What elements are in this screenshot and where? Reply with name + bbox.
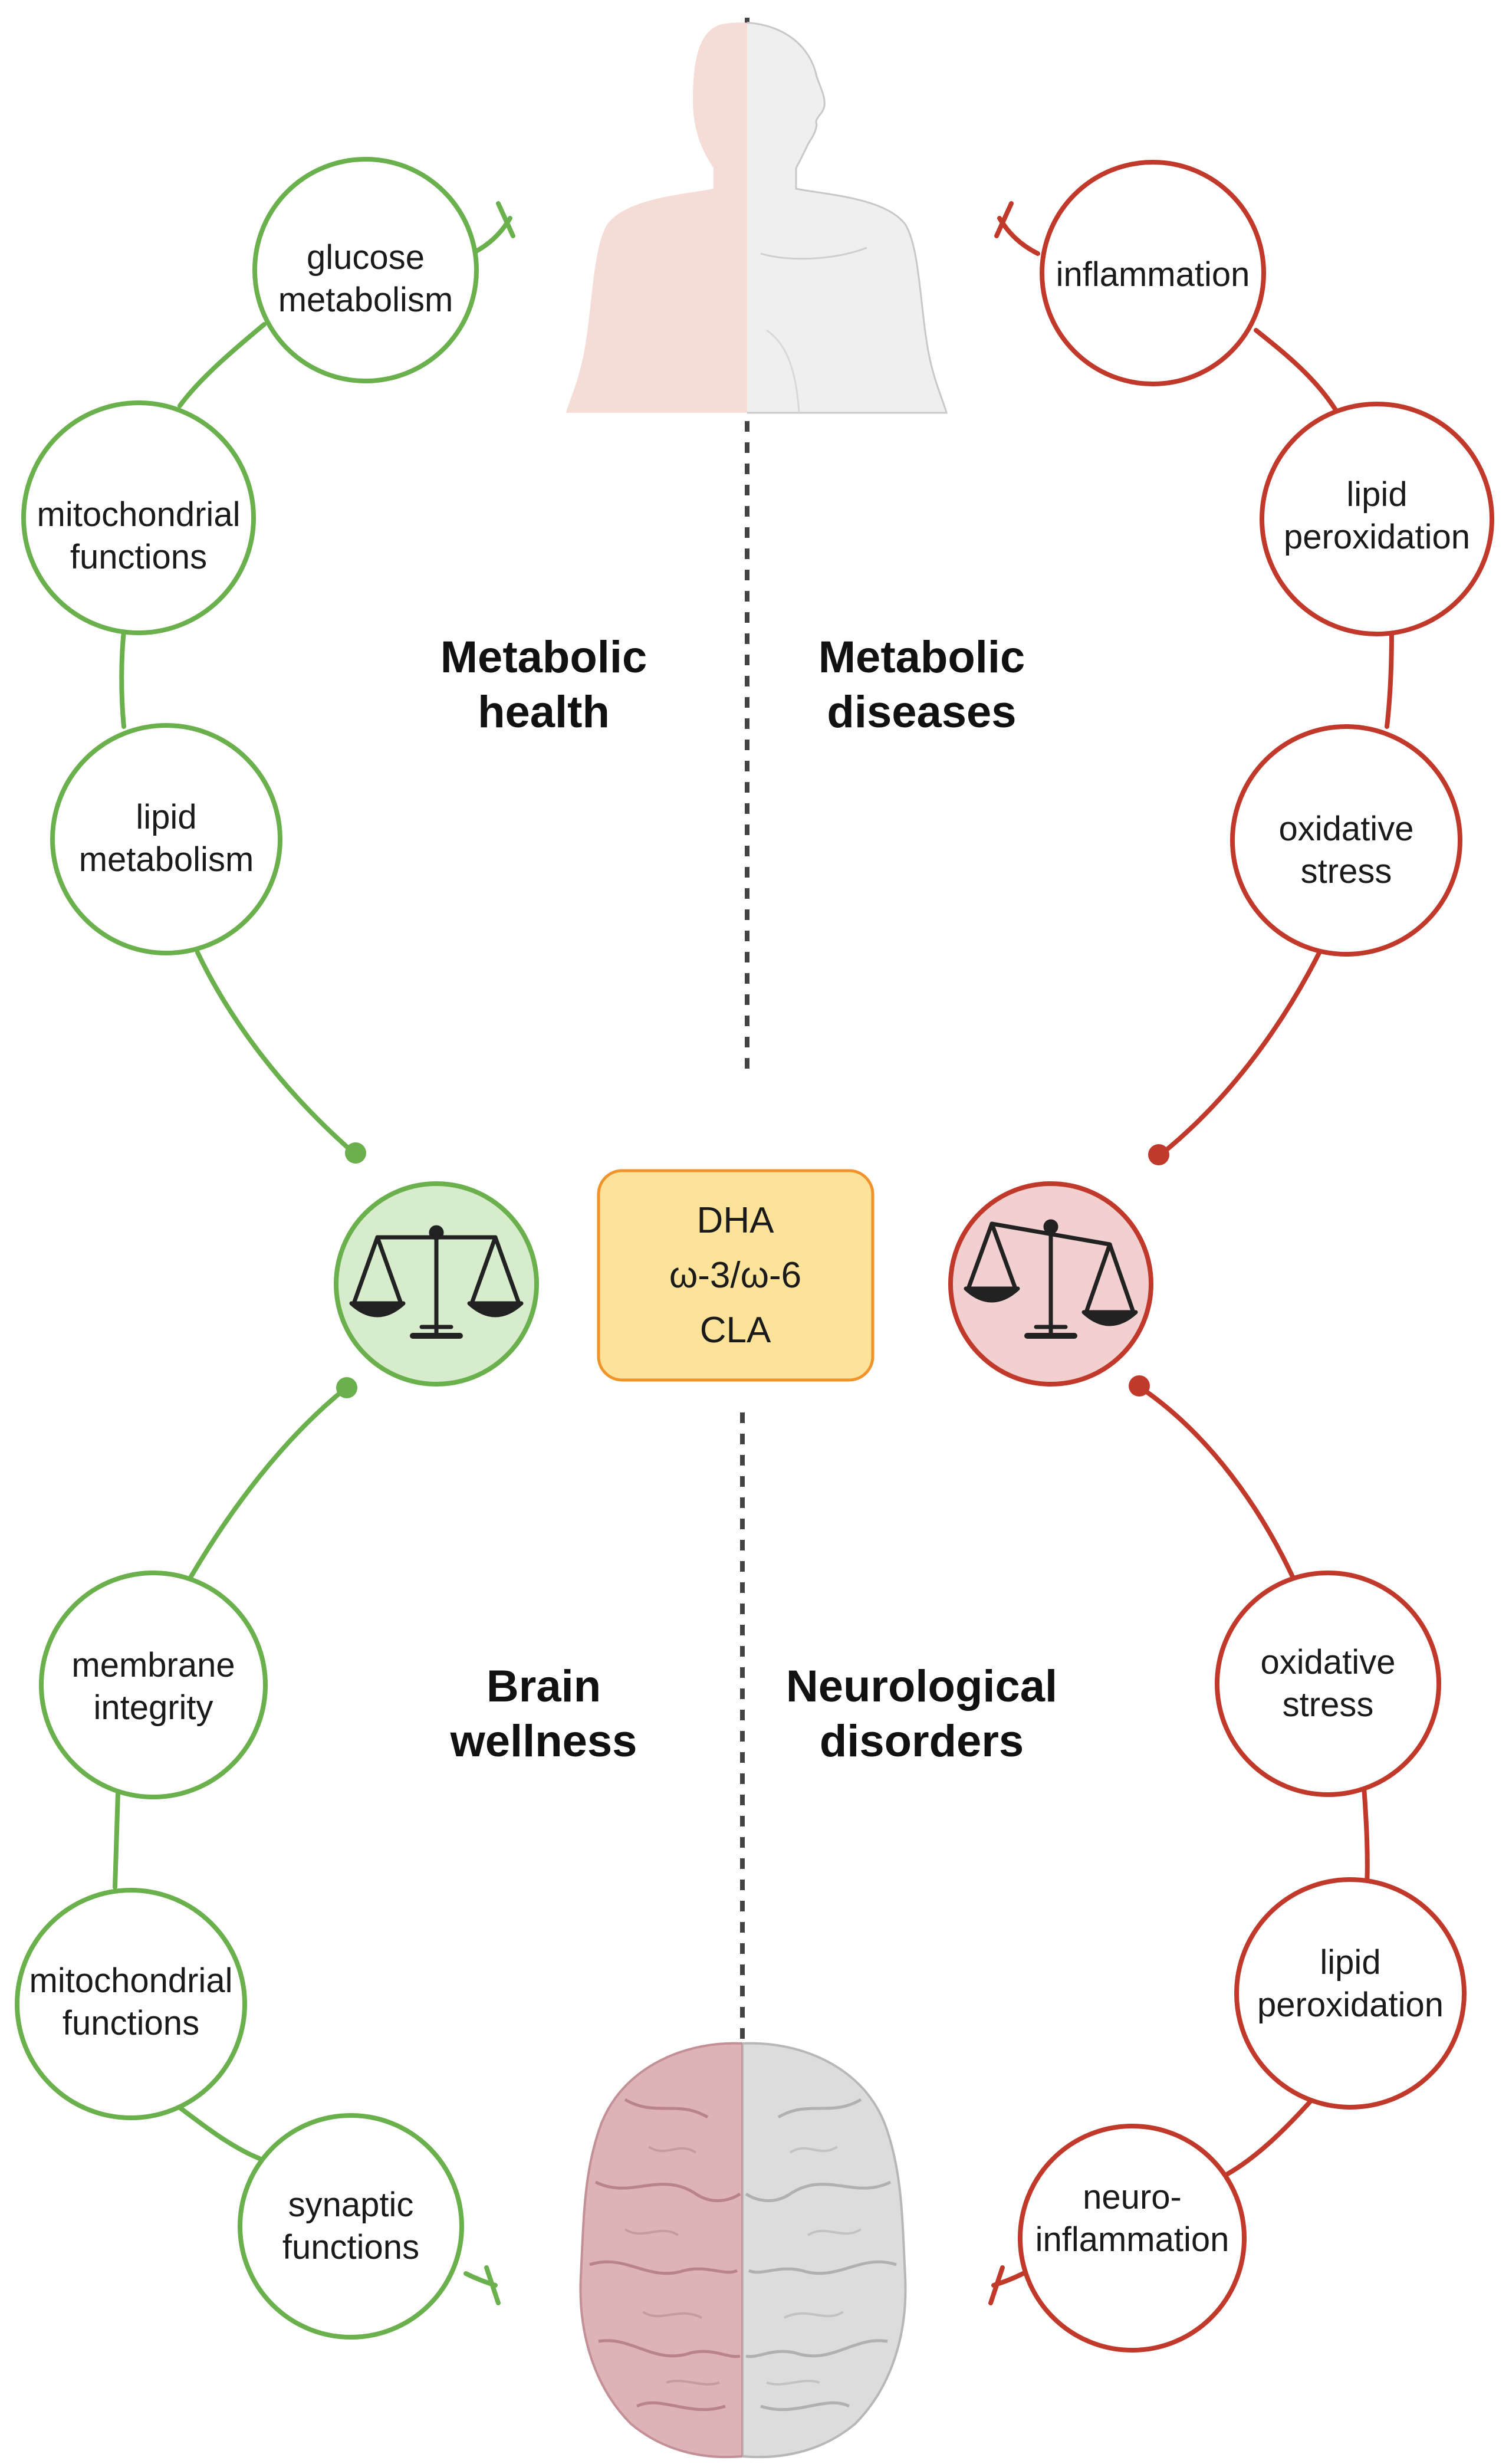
- node-label: stress: [1283, 1686, 1374, 1724]
- center-label-omega: ω-3/ω-6: [669, 1255, 801, 1296]
- title-brain-wellness-line1: Brain: [486, 1661, 601, 1711]
- activation-dot-bottom-right: [1129, 1375, 1150, 1397]
- connector-balance-membrane: [186, 1387, 347, 1583]
- node-label: metabolism: [278, 281, 453, 319]
- node-label: lipid: [1320, 1943, 1380, 1982]
- title-metabolic-diseases-line1: Metabolic: [818, 632, 1025, 682]
- node-label: functions: [282, 2228, 419, 2266]
- inhibitor-bar-top-left: [496, 201, 515, 238]
- activation-dot-top-right: [1148, 1144, 1169, 1165]
- node-lipid-peroxidation-bottom: lipid peroxidation: [1234, 1877, 1467, 2110]
- node-label: functions: [70, 538, 207, 576]
- connector-oxidative-lipid: [1362, 1785, 1370, 1890]
- node-glucose-metabolism: glucose metabolism: [252, 157, 479, 383]
- connector-inflammation-inhibitor: [997, 216, 1040, 256]
- human-body-icon: [566, 22, 948, 414]
- node-mitochondrial-functions-top: mitochondrial functions: [21, 400, 256, 635]
- node-neuroinflammation: neuro- inflammation: [1018, 2124, 1247, 2353]
- center-label-cla: CLA: [700, 1310, 771, 1351]
- connector-glucose-inhibitor: [469, 216, 512, 256]
- inhibitor-bar-bottom-right: [988, 2265, 1005, 2305]
- node-label: neuro-: [1083, 2178, 1182, 2216]
- node-label: oxidative: [1261, 1643, 1396, 1681]
- node-inflammation: inflammation: [1040, 160, 1266, 386]
- connector-inflammation-lipid: [1254, 328, 1338, 412]
- node-label: stress: [1301, 852, 1392, 891]
- node-label: inflammation: [1035, 2220, 1229, 2259]
- connector-mito-lipid: [119, 629, 126, 729]
- node-label: oxidative: [1279, 810, 1414, 848]
- node-oxidative-stress-top: oxidative stress: [1230, 724, 1462, 957]
- node-label: inflammation: [1056, 255, 1250, 294]
- connector-balance-oxidative: [1136, 1384, 1297, 1583]
- node-label: mitochondrial: [37, 495, 241, 534]
- connector-lipid-neuro: [1221, 2097, 1314, 2179]
- node-label: functions: [63, 2004, 199, 2042]
- brain-icon: [579, 2042, 907, 2459]
- inhibitor-bar-top-right: [994, 201, 1014, 238]
- connector-mito-synaptic: [175, 2103, 262, 2161]
- title-neurological-disorders-line1: Neurological: [786, 1661, 1057, 1711]
- node-label: peroxidation: [1257, 1986, 1444, 2024]
- activation-dot-bottom-left: [336, 1377, 357, 1398]
- connector-glucose-mito: [177, 322, 267, 408]
- node-label: metabolism: [79, 840, 254, 879]
- node-lipid-metabolism: lipid metabolism: [50, 723, 282, 955]
- node-label: membrane: [71, 1646, 235, 1684]
- title-metabolic-health-line2: health: [478, 687, 610, 737]
- node-membrane-integrity: membrane integrity: [39, 1571, 268, 1799]
- balance-scale-icon: [334, 1181, 539, 1387]
- connector-lipid-oxidative: [1385, 629, 1394, 729]
- node-label: glucose: [307, 238, 425, 277]
- connector-membrane-mito: [113, 1790, 120, 1890]
- activation-dot-top-left: [345, 1142, 366, 1164]
- connector-oxidative-balance: [1158, 947, 1323, 1157]
- node-label: integrity: [93, 1688, 213, 1727]
- center-box: DHA ω-3/ω-6 CLA: [597, 1169, 875, 1382]
- node-label: peroxidation: [1284, 518, 1470, 556]
- node-lipid-peroxidation-top: lipid peroxidation: [1260, 402, 1494, 636]
- inhibitor-bar-bottom-left: [484, 2265, 501, 2305]
- connector-lipid-balance: [195, 950, 356, 1155]
- node-label: lipid: [136, 798, 196, 836]
- title-metabolic-health-line1: Metabolic: [440, 632, 647, 682]
- node-label: synaptic: [288, 2186, 414, 2224]
- node-oxidative-stress-bottom: oxidative stress: [1215, 1571, 1441, 1797]
- unbalanced-scale-icon: [948, 1181, 1153, 1387]
- title-metabolic-diseases-line2: diseases: [827, 687, 1016, 737]
- title-brain-wellness-line2: wellness: [450, 1716, 637, 1766]
- node-synaptic-functions: synaptic functions: [238, 2113, 464, 2340]
- title-neurological-disorders-line2: disorders: [820, 1716, 1024, 1766]
- center-label-dha: DHA: [697, 1200, 775, 1241]
- node-label: mitochondrial: [29, 1962, 233, 2000]
- node-label: lipid: [1346, 475, 1407, 514]
- node-mitochondrial-functions-bottom: mitochondrial functions: [15, 1888, 247, 2120]
